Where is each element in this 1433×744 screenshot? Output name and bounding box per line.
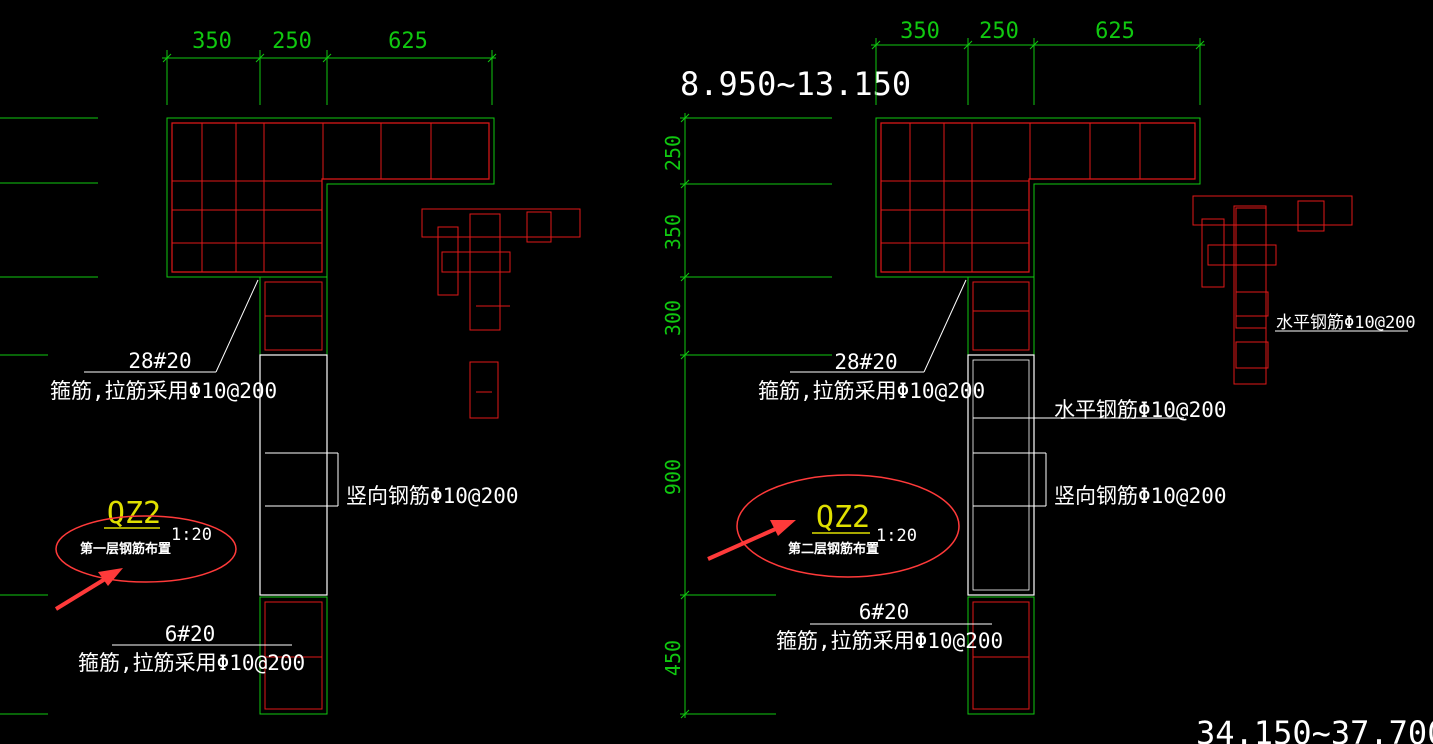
right-detail-horizontal-bar: 水平钢筋Φ10@200 — [1276, 313, 1416, 333]
right-pier-bottom-box — [967, 596, 1035, 715]
left-stirrup-top: 箍筋,拉筋采用Φ10@200 — [50, 379, 277, 403]
left-rebar-count-bottom: 6#20 — [165, 622, 216, 646]
left-pier-bottom-box — [259, 596, 328, 715]
left-vertical-bar-label: 竖向钢筋Φ10@200 — [346, 484, 519, 508]
right-side-dim-250: 250 — [661, 135, 685, 171]
left-title: QZ2 — [107, 496, 161, 531]
right-vertical-bar-label: 竖向钢筋Φ10@200 — [1054, 484, 1227, 508]
right-side-dimension — [680, 113, 832, 719]
right-elevation-range: 8.950~13.150 — [680, 65, 911, 103]
right-web-outline — [967, 354, 1035, 596]
left-stirrup-bottom: 箍筋,拉筋采用Φ10@200 — [78, 651, 305, 675]
right-top-dimension — [871, 38, 1205, 105]
left-side-dimension-stubs — [0, 117, 98, 715]
right-rebar-count-bottom: 6#20 — [859, 600, 910, 624]
right-stirrup-bottom: 箍筋,拉筋采用Φ10@200 — [776, 629, 1003, 653]
left-dim-350: 350 — [192, 29, 232, 54]
right-side-dim-900: 900 — [661, 459, 685, 495]
right-title: QZ2 — [816, 500, 870, 535]
right-dim-625: 625 — [1095, 19, 1135, 44]
right-pier-upper-box — [967, 276, 1035, 356]
right-horizontal-bar-label: 水平钢筋Φ10@200 — [1054, 398, 1227, 422]
right-side-dim-350: 350 — [661, 214, 685, 250]
right-rebar-grid — [881, 122, 1141, 272]
right-subtitle: 第二层钢筋布置 — [788, 541, 879, 557]
right-annotation-circle — [736, 474, 960, 578]
left-subtitle: 第一层钢筋布置 — [80, 541, 171, 557]
right-drawing: 8.950~13.150 350 250 625 — [661, 19, 1433, 744]
left-rebar-grid — [172, 122, 432, 272]
right-detail-sketch — [1192, 195, 1353, 385]
right-section-outline — [875, 117, 1201, 278]
left-drawing: 350 250 625 — [0, 29, 581, 715]
left-rebar-count-top: 28#20 — [128, 349, 191, 373]
left-dim-625: 625 — [388, 29, 428, 54]
left-detail-sketch — [421, 208, 581, 419]
right-stirrup-top: 箍筋,拉筋采用Φ10@200 — [758, 379, 985, 403]
left-web-bars — [265, 452, 339, 507]
left-annotation-arrow-icon — [54, 568, 123, 611]
right-annotation-arrow-icon — [707, 520, 796, 561]
left-annotation-circle — [55, 515, 237, 583]
right-scale: 1:20 — [876, 526, 917, 546]
left-section-outline — [166, 117, 495, 278]
left-web-outline — [259, 354, 328, 596]
left-pier-upper-box — [259, 276, 328, 356]
right-rebar-count-top: 28#20 — [834, 350, 897, 374]
left-scale: 1:20 — [171, 525, 212, 545]
right-side-dim-450: 450 — [661, 640, 685, 676]
left-dim-250: 250 — [272, 29, 312, 54]
left-leaders — [84, 279, 292, 646]
right-dim-250: 250 — [979, 19, 1019, 44]
right-leaders — [790, 279, 992, 625]
left-top-dimension — [162, 50, 497, 105]
right-elevation-bottom: 34.150~37.700 — [1196, 714, 1433, 744]
right-web-bars — [973, 417, 1184, 507]
right-dim-350: 350 — [900, 19, 940, 44]
right-side-dim-300: 300 — [661, 300, 685, 336]
